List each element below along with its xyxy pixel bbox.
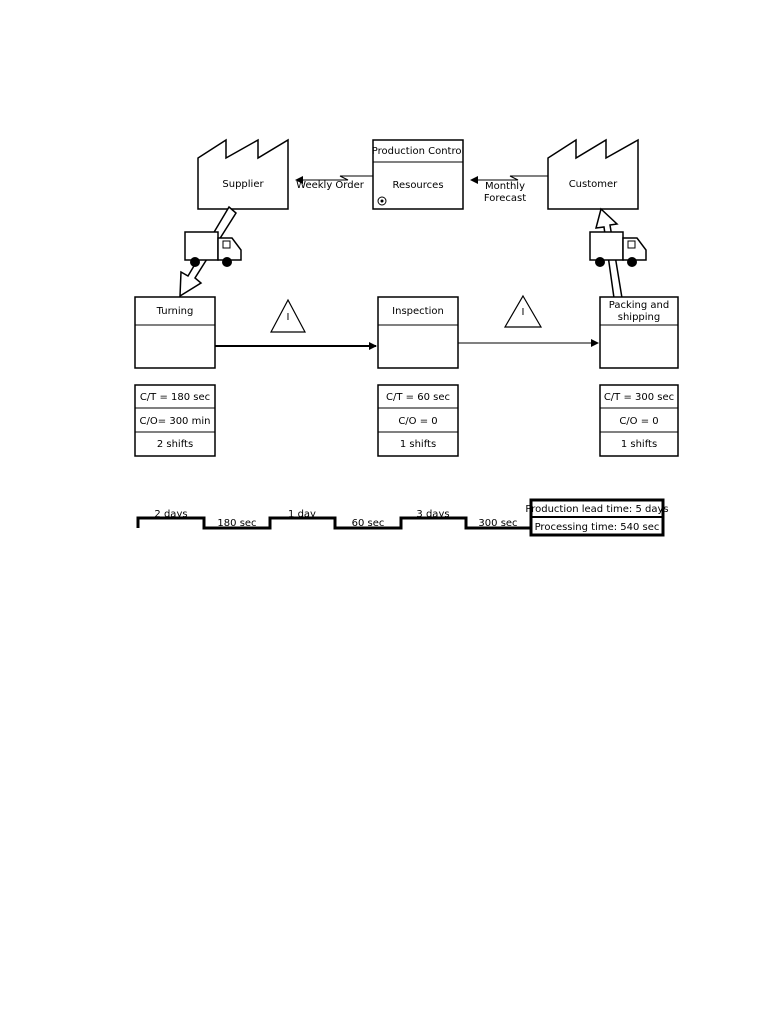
packing-shifts: 1 shifts [621,439,657,450]
inventory-symbol-2: I [522,307,525,318]
process-packing: Packing and shipping [599,296,679,369]
turning-changeover: C/O= 300 min [140,416,211,427]
packing-changeover: C/O = 0 [619,416,658,427]
data-box-turning: C/T = 180 sec C/O= 300 min 2 shifts [134,384,216,457]
data-box-packing: C/T = 300 sec C/O = 0 1 shifts [599,384,679,457]
process-turning: Turning [134,296,216,369]
process-turning-title: Turning [156,306,194,317]
customer-factory: Customer [547,138,639,210]
production-control-box: Production Control Resources [372,139,465,210]
inspection-changeover: C/O = 0 [398,416,437,427]
production-control-body: Resources [392,180,443,191]
turning-shifts: 2 shifts [157,439,193,450]
customer-label: Customer [569,179,618,190]
inventory-symbol-1: I [287,312,290,323]
timeline-wait-1: 2 days [154,509,187,520]
timeline-process-1: 180 sec [217,518,256,529]
monthly-forecast-flow: Monthly Forecast [470,175,548,204]
inventory-triangle-1: I [270,298,306,333]
supplier-label: Supplier [222,179,264,190]
timeline-ladder: 2 days 180 sec 1 day 60 sec 3 days 300 s… [136,509,531,530]
timeline-process-3: 300 sec [478,518,517,529]
processing-time: Processing time: 540 sec [535,522,660,533]
production-lead-time: Production lead time: 5 days [525,504,668,515]
supplier-truck-icon [184,231,242,267]
weekly-order-flow: Weekly Order [295,175,373,191]
data-box-inspection: C/T = 60 sec C/O = 0 1 shifts [377,384,459,457]
turning-cycle-time: C/T = 180 sec [140,392,210,403]
process-packing-title-1: Packing and [609,300,669,311]
process-inspection: Inspection [377,296,459,369]
monthly-forecast-label-1: Monthly [485,181,525,192]
inspection-shifts: 1 shifts [400,439,436,450]
packing-cycle-time: C/T = 300 sec [604,392,674,403]
inventory-triangle-2: I [503,294,543,328]
timeline-wait-2: 1 day [288,509,316,520]
customer-truck-icon [589,231,647,267]
process-inspection-title: Inspection [392,306,444,317]
timeline-summary-box: Production lead time: 5 days Processing … [525,498,669,537]
inspection-cycle-time: C/T = 60 sec [386,392,450,403]
weekly-order-label: Weekly Order [296,180,365,191]
supplier-factory: Supplier [197,138,289,210]
timeline-process-2: 60 sec [352,518,385,529]
production-control-title: Production Control [372,146,465,157]
timeline-wait-3: 3 days [416,509,449,520]
monthly-forecast-label-2: Forecast [484,193,526,204]
process-packing-title-2: shipping [618,312,661,323]
resource-icon-center [380,199,384,203]
